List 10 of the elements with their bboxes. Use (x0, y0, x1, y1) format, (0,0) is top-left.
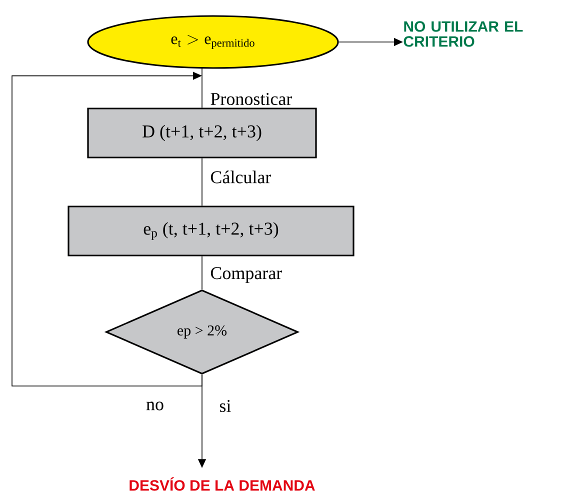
edge-label: Pronosticar (209, 92, 294, 106)
edge-label: no (145, 400, 165, 412)
process-box: e$_{p}$ (t, t+1, t+2, t+3) (68, 206, 354, 256)
edge-label: si (218, 398, 232, 414)
end-text: DESVÍO DE LA DEMANDA (130, 477, 315, 491)
arrow (12, 72, 202, 386)
edge-label: Cálcular (209, 170, 272, 184)
edge-label: Comparar (209, 266, 284, 284)
process-box: D (t+1, t+2, t+3) (87, 108, 317, 158)
end-text: NO UTILIZAR EL CRITERIO (404, 21, 523, 47)
